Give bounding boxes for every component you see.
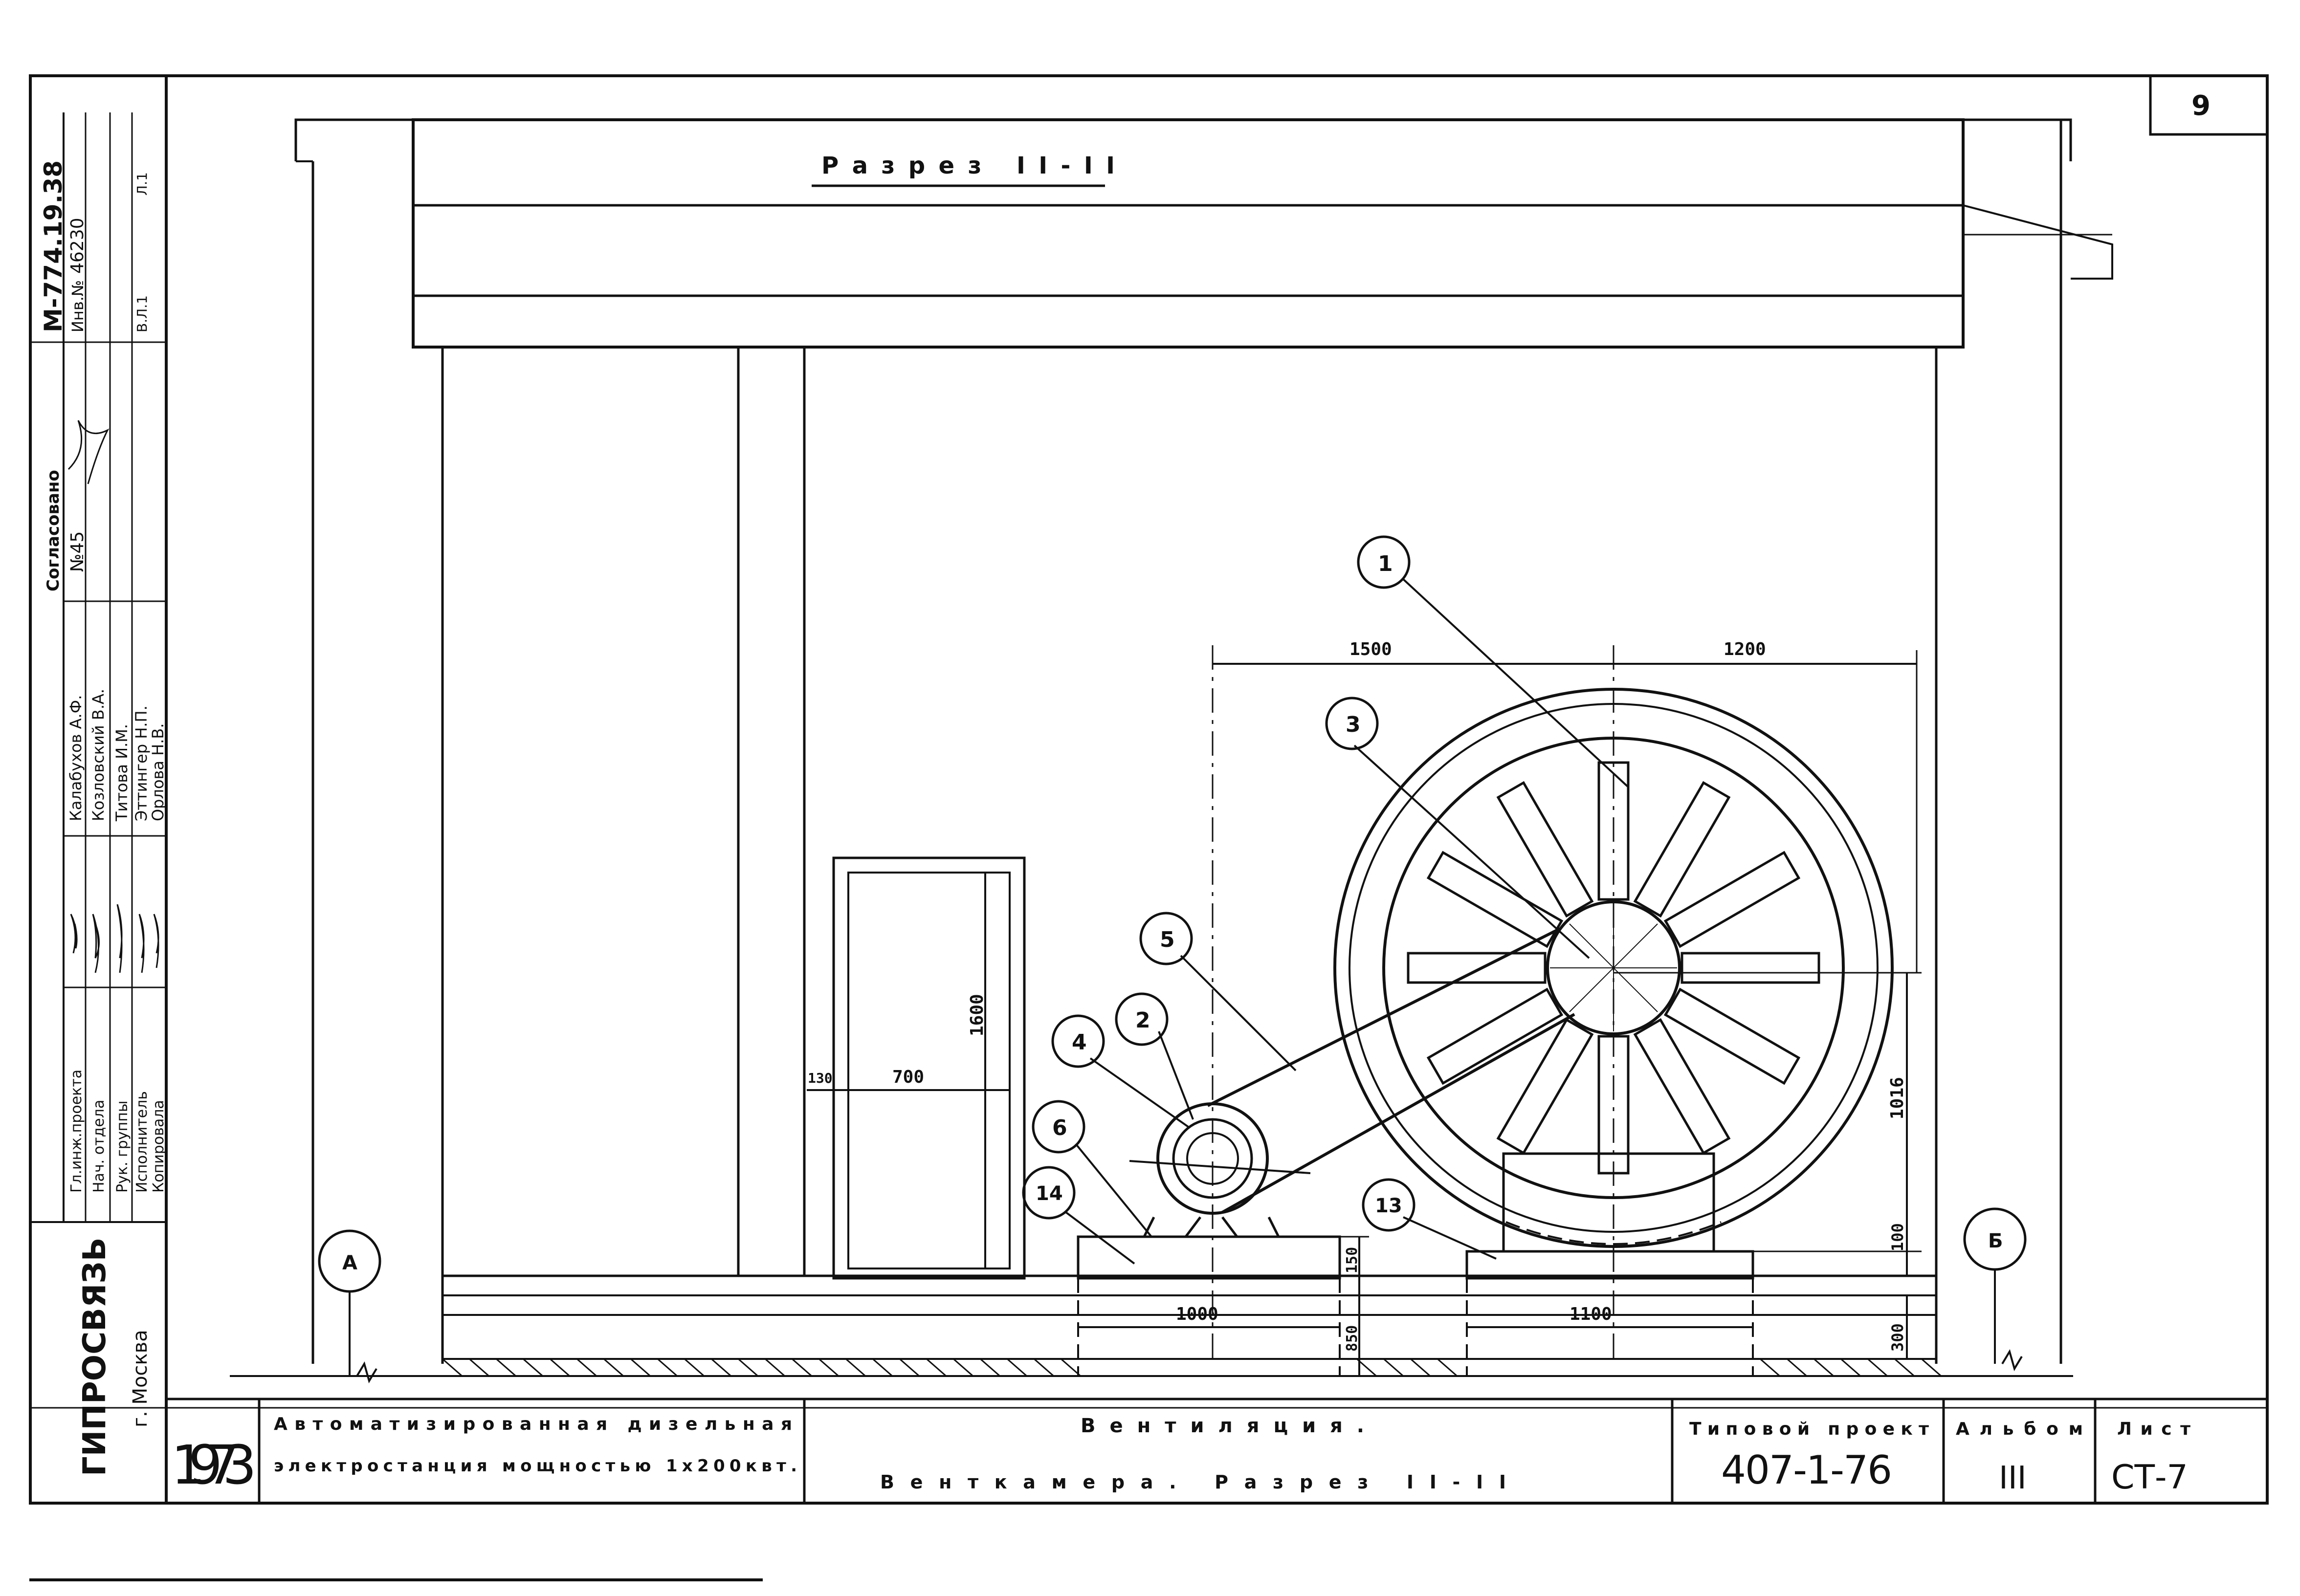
dimension-lines [807, 645, 1922, 1376]
stamp-role-2: Нач. отдела [90, 1100, 108, 1193]
stamp-role-4: Исполнитель [133, 1091, 151, 1193]
dim-1016: 1016 [1887, 1077, 1907, 1119]
callout-6: 6 [1052, 1115, 1067, 1140]
title-sheet-label: Лист [2117, 1419, 2190, 1439]
agreed-signature [67, 420, 110, 484]
axis-markers [318, 1207, 2027, 1383]
stamp-agreed-number: №45 [67, 531, 88, 572]
title-typical-project-number: 407-1-76 [1721, 1447, 1892, 1493]
stamp-city: г. Москва [129, 1330, 152, 1427]
callout-leaders [1065, 578, 1629, 1265]
dim-130: 130 [808, 1070, 833, 1086]
callout-circles [1022, 535, 1415, 1232]
stamp-org: ГИПРОСВЯЗЬ [77, 1238, 113, 1477]
title-album-value: III [1999, 1460, 2027, 1496]
motor [1129, 1102, 1311, 1238]
title-typical-project-label: Типовой проект [1689, 1419, 1929, 1439]
callout-1: 1 [1378, 551, 1393, 576]
dim-700: 700 [892, 1067, 924, 1087]
dim-100: 100 [1888, 1223, 1907, 1251]
stamp-sheet-ref-bottom: В.Л.1 [134, 295, 150, 332]
door [832, 856, 1026, 1280]
stamp-role-3: Рук. группы [114, 1100, 131, 1193]
title-album-label: Альбом [1956, 1419, 2083, 1439]
callout-4: 4 [1072, 1030, 1087, 1055]
stamp-name-5: Орлова Н.В. [149, 723, 167, 821]
axis-label-left: А [342, 1252, 357, 1274]
stamp-inv-number: 46230 [67, 218, 88, 274]
stamp-name-3: Титова И.М. [112, 724, 131, 822]
stamp-sheet-ref-top: Л.1 [134, 172, 150, 196]
callout-3: 3 [1346, 712, 1361, 737]
callout-13: 13 [1375, 1195, 1402, 1217]
dim-150: 150 [1344, 1247, 1361, 1273]
title-drawing-line2: Венткамера. Разрез II-II [880, 1471, 1506, 1493]
stamp-agreed: Согласовано [44, 470, 63, 591]
dim-1000: 1000 [1176, 1304, 1218, 1324]
stamp-name-1: Калабухов А.Ф. [66, 695, 85, 821]
dim-1500: 1500 [1349, 639, 1392, 659]
title-project-line1: Автоматизированная дизельная [274, 1414, 792, 1434]
title-project-line2: электростанция мощностью 1х200квт. [274, 1456, 797, 1476]
title-block [258, 1399, 2097, 1503]
signatures [70, 904, 159, 973]
title-year: 1973 [171, 1434, 257, 1496]
vertical-stamp [30, 112, 166, 1223]
stamp-inv-label: Инв.№ [68, 280, 87, 332]
fan-foundation [1465, 1152, 1754, 1377]
callout-14: 14 [1036, 1182, 1063, 1205]
title-sheet-value: СТ-7 [2111, 1458, 2188, 1497]
axis-label-right: Б [1988, 1230, 2003, 1252]
callout-2: 2 [1135, 1008, 1150, 1033]
page-number: 9 [2191, 90, 2211, 122]
stamp-role-1: Гл.инж.проекта [68, 1070, 85, 1193]
stamp-name-4: Эттингер Н.П. [132, 705, 151, 821]
dim-1200: 1200 [1724, 639, 1766, 659]
dim-300: 300 [1888, 1323, 1907, 1352]
dim-1600: 1600 [967, 994, 987, 1036]
stamp-name-2: Козловский В.А. [89, 689, 108, 821]
callout-5: 5 [1160, 927, 1175, 952]
stamp-doc-code: М-774.19.38 [39, 160, 67, 332]
building-section [230, 118, 2113, 1377]
section-title: Разрез II-II [821, 152, 1115, 179]
sheet-frame [29, 74, 2269, 1581]
dim-1100: 1100 [1570, 1304, 1612, 1324]
dim-850: 850 [1344, 1325, 1361, 1352]
title-drawing-line1: Вентиляция. [1081, 1415, 1364, 1437]
v-belt [1207, 927, 1575, 1214]
stamp-role-5: Копировала [150, 1100, 167, 1193]
